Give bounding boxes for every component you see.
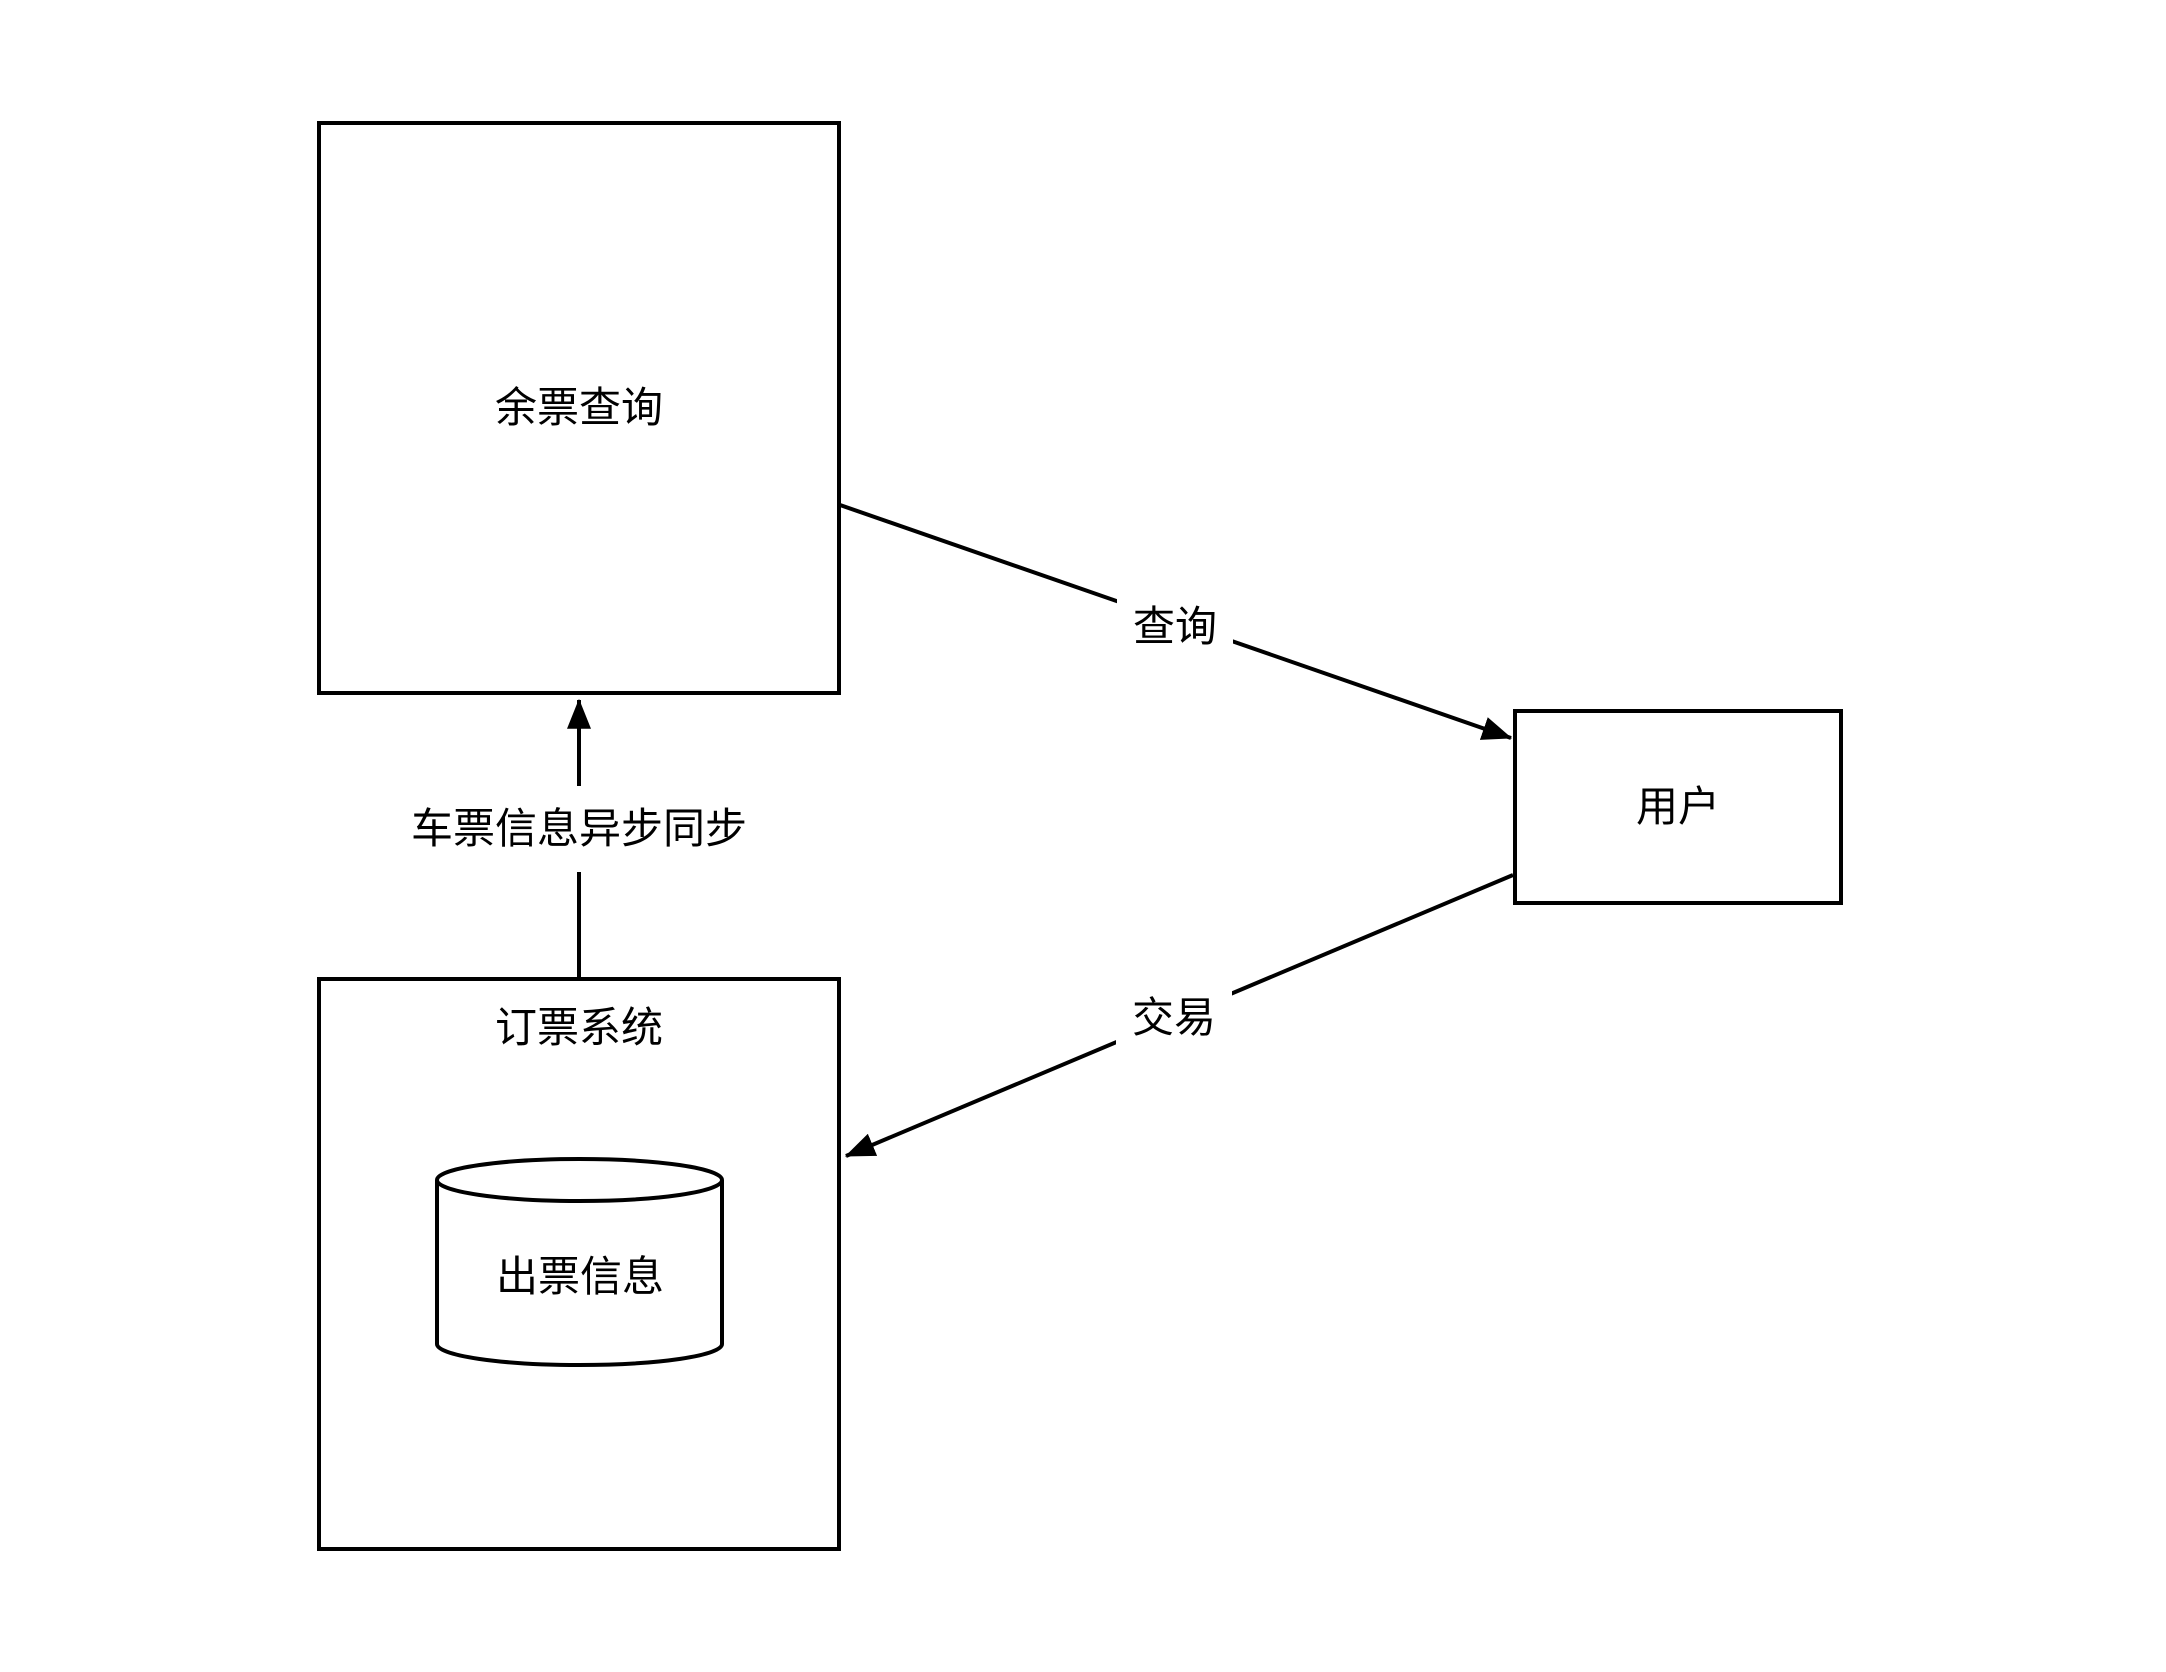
cylinder-body [435, 1180, 724, 1367]
booking-box-label: 订票系统 [494, 1004, 663, 1051]
database-label: 出票信息 [495, 1253, 665, 1300]
edge-transaction-label: 交易 [1115, 987, 1233, 1049]
edge-sync-label: 车票信息异步同步 [394, 786, 764, 872]
user-box-label: 用户 [1635, 782, 1720, 830]
database-cylinder-icon [435, 1157, 724, 1367]
user-box: 用户 [1513, 709, 1843, 905]
query-box-label: 余票查询 [494, 383, 663, 431]
cylinder-top [435, 1157, 724, 1203]
edge-query-label: 查询 [1116, 596, 1234, 658]
query-box: 余票查询 [317, 121, 841, 695]
